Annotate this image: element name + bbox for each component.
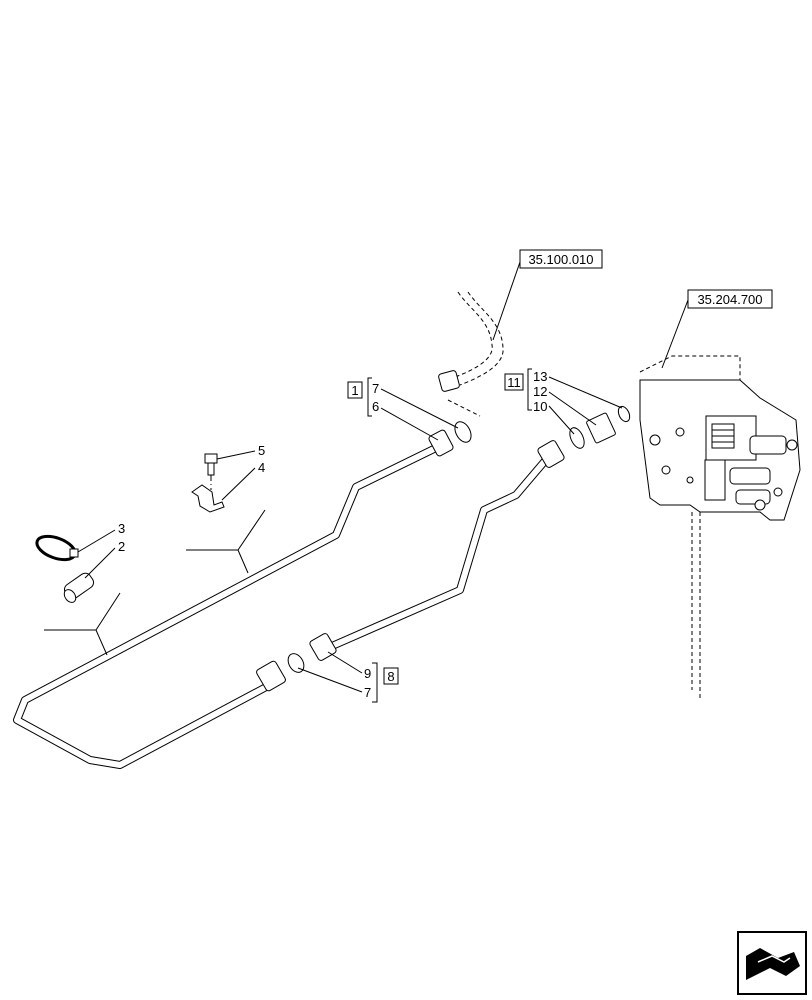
callout-7-upper: 7 (372, 381, 379, 396)
reference-35-100-010[interactable]: 35.100.010 (492, 249, 603, 341)
fitting-lower-left (256, 660, 286, 692)
sleeve-part (63, 572, 95, 603)
callout-7-lower: 7 (364, 685, 371, 700)
control-valve-block (639, 355, 801, 700)
reference-hose (438, 291, 504, 417)
tube-pointers (44, 509, 266, 656)
next-page-arrow-icon[interactable] (737, 931, 807, 995)
bolt-part (204, 453, 218, 490)
bracket-part (191, 484, 225, 513)
valve-spool-lines (712, 429, 734, 443)
kit-8-group: 9 7 8 (297, 651, 399, 703)
callout-2-group: 2 (84, 539, 125, 579)
reference-35-204-700[interactable]: 35.204.700 (661, 289, 773, 369)
callout-6: 6 (372, 399, 379, 414)
reference-35-204-700-label: 35.204.700 (697, 292, 762, 307)
callout-3-group: 3 (77, 521, 125, 553)
kit-8-label: 8 (387, 669, 394, 684)
callout-10: 10 (533, 399, 547, 414)
reference-35-100-010-label: 35.100.010 (528, 252, 593, 267)
fitting-upper-left (428, 421, 472, 457)
kit-11-group: 11 13 12 10 (504, 368, 623, 435)
callout-12: 12 (533, 384, 547, 399)
tube-left-loop (13, 442, 444, 769)
callout-9: 9 (364, 666, 371, 681)
callout-13: 13 (533, 369, 547, 384)
tube-right-s (319, 451, 554, 654)
kit-11-label: 11 (507, 375, 521, 390)
callout-4: 4 (258, 460, 265, 475)
kit-1-label: 1 (351, 383, 358, 398)
fitting-upper-right (537, 440, 565, 468)
clamp-part (35, 534, 79, 562)
kit-1-group: 1 7 6 (347, 377, 459, 441)
callout-4-group: 4 (221, 460, 265, 501)
callout-5-group: 5 (216, 443, 265, 460)
callout-5: 5 (258, 443, 265, 458)
callout-2: 2 (118, 539, 125, 554)
callout-3: 3 (118, 521, 125, 536)
fitting-lower-center (287, 633, 337, 673)
